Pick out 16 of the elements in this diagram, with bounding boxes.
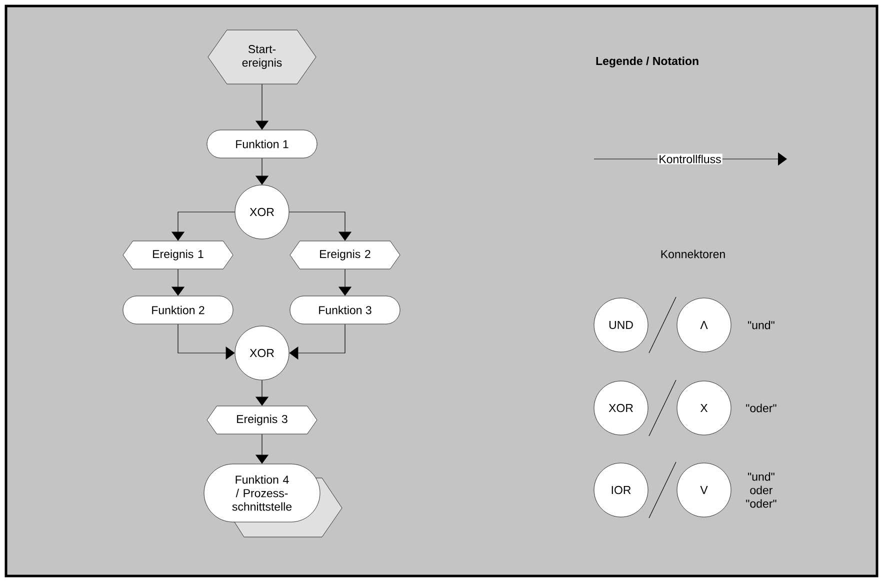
connector-meaning: "und": [748, 320, 774, 330]
event-hexagon: Ereignis 2: [290, 240, 400, 270]
process-interface-box: Funktion 4 / Prozess-schnittstelle: [204, 464, 342, 538]
connector-meaning: "oder": [746, 404, 776, 412]
connector-meaning: "und" oder "oder": [746, 472, 776, 508]
function-box: Funktion 3: [290, 296, 400, 324]
function-box: Funktion 2: [122, 296, 234, 324]
function-box: Funktion 1: [206, 130, 318, 158]
arrow: [288, 212, 352, 241]
event-hexagon: Ereignis 1: [122, 240, 234, 270]
arrow: [289, 324, 346, 360]
legend-heading: Legende / Notation: [596, 56, 698, 68]
legend-label: Kontrollfluss: [658, 154, 722, 164]
section-heading: Konnektoren: [661, 250, 725, 258]
event-hexagon: Start-ereignis: [208, 30, 316, 84]
event-hexagon: Ereignis 3: [206, 406, 318, 434]
